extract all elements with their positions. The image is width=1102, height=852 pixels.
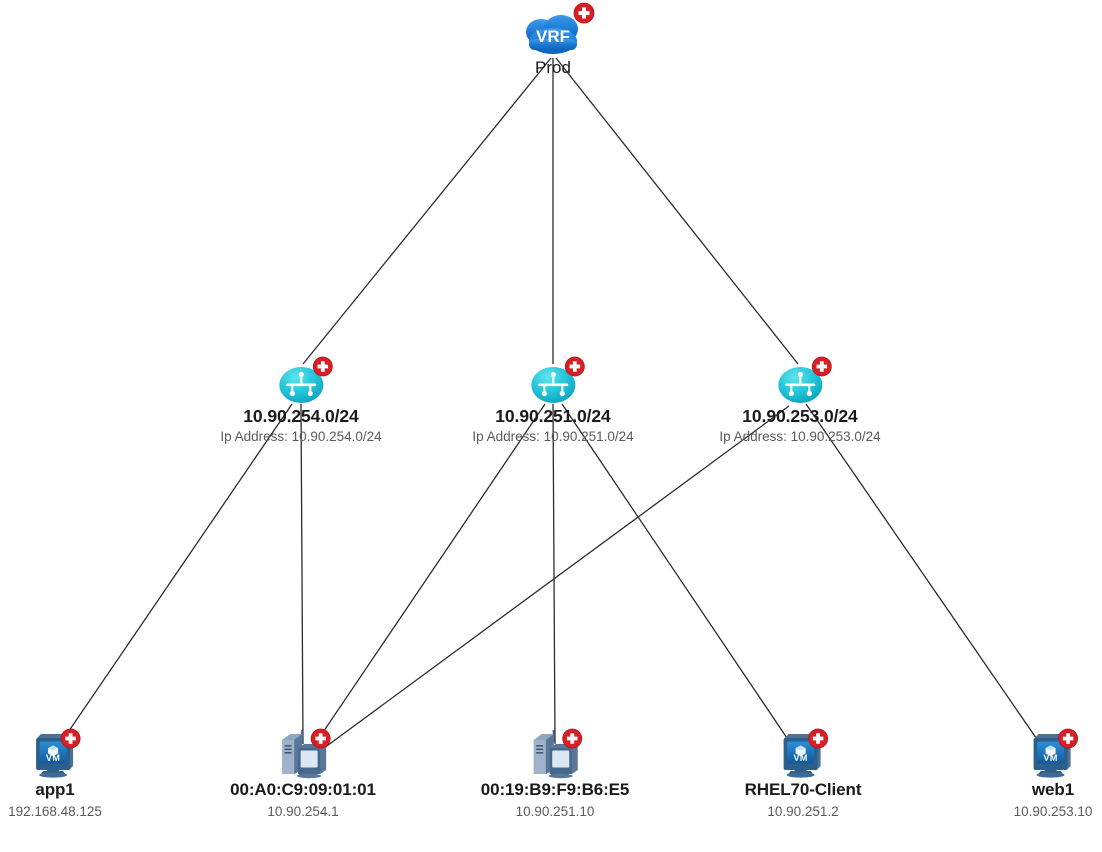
- add-badge-icon[interactable]: [564, 356, 585, 377]
- workstation-icon[interactable]: [524, 728, 586, 780]
- endpoint-name: RHEL70-Client: [744, 780, 862, 799]
- add-badge-icon[interactable]: [310, 728, 331, 749]
- edge-net253-to-pc00a0c9: [319, 405, 790, 752]
- add-badge-icon[interactable]: [811, 356, 832, 377]
- endpoint-address: 10.90.254.1: [267, 803, 339, 819]
- endpoint-rhel70[interactable]: VM RHEL70-Client 10.90.251.2: [744, 728, 862, 820]
- edge-vrf-to-net253: [555, 57, 799, 365]
- network-title: 10.90.254.0/24: [243, 406, 359, 426]
- cloud-icon[interactable]: VRF: [517, 2, 595, 58]
- vm-monitor-icon[interactable]: VM: [28, 728, 82, 780]
- network-segment-icon[interactable]: [772, 356, 832, 406]
- endpoint-web1[interactable]: VM web1 10.90.253.10: [1013, 728, 1093, 820]
- endpoint-address: 10.90.253.10: [1013, 803, 1093, 819]
- network-node-254[interactable]: 10.90.254.0/24 Ip Address: 10.90.254.0/2…: [220, 356, 382, 445]
- endpoint-name: 00:19:B9:F9:B6:E5: [480, 780, 630, 799]
- network-title: 10.90.253.0/24: [742, 406, 858, 426]
- add-badge-icon[interactable]: [808, 728, 829, 749]
- vrf-name-label: Prod: [535, 58, 571, 77]
- edge-net254-to-app1: [59, 403, 293, 745]
- add-badge-icon[interactable]: [1058, 728, 1079, 749]
- add-badge-icon[interactable]: [60, 728, 81, 749]
- edge-net251-to-pc0019b9: [552, 403, 556, 745]
- network-segment-icon[interactable]: [273, 356, 333, 406]
- workstation-icon[interactable]: [272, 728, 334, 780]
- vrf-type-label: VRF: [536, 27, 570, 46]
- edge-net251-to-rhel70: [561, 403, 794, 748]
- endpoint-pc-00a0c9[interactable]: 00:A0:C9:09:01:01 10.90.254.1: [230, 728, 376, 820]
- vm-icon-label: VM: [46, 753, 60, 763]
- network-segment-icon[interactable]: [525, 356, 585, 406]
- add-badge-icon[interactable]: [562, 728, 583, 749]
- endpoint-pc-0019b9[interactable]: 00:19:B9:F9:B6:E5 10.90.251.10: [480, 728, 630, 820]
- endpoint-name: app1: [35, 780, 75, 799]
- add-badge-icon[interactable]: [573, 2, 595, 24]
- endpoint-name: 00:A0:C9:09:01:01: [230, 780, 376, 799]
- network-subtitle: Ip Address: 10.90.254.0/24: [220, 429, 382, 445]
- network-node-253[interactable]: 10.90.253.0/24 Ip Address: 10.90.253.0/2…: [719, 356, 881, 445]
- endpoint-address: 10.90.251.10: [515, 803, 595, 819]
- network-subtitle: Ip Address: 10.90.251.0/24: [472, 429, 634, 445]
- vm-icon-label: VM: [1044, 753, 1058, 763]
- network-title: 10.90.251.0/24: [495, 406, 611, 426]
- endpoint-app1[interactable]: VM app1 192.168.48.125: [8, 728, 102, 820]
- edge-net253-to-web1: [805, 403, 1044, 749]
- edge-net251-to-pc00a0c9: [312, 403, 546, 748]
- endpoint-address: 192.168.48.125: [8, 803, 102, 819]
- endpoint-name: web1: [1031, 780, 1075, 799]
- vm-icon-label: VM: [794, 753, 808, 763]
- vm-monitor-icon[interactable]: VM: [1026, 728, 1080, 780]
- edge-net254-to-pc00a0c9: [300, 403, 304, 745]
- edge-vrf-to-net254: [302, 57, 552, 365]
- network-node-251[interactable]: 10.90.251.0/24 Ip Address: 10.90.251.0/2…: [472, 356, 634, 445]
- network-subtitle: Ip Address: 10.90.253.0/24: [719, 429, 881, 445]
- vrf-node[interactable]: VRF Prod: [517, 2, 595, 78]
- vm-monitor-icon[interactable]: VM: [776, 728, 830, 780]
- add-badge-icon[interactable]: [312, 356, 333, 377]
- endpoint-address: 10.90.251.2: [767, 803, 839, 819]
